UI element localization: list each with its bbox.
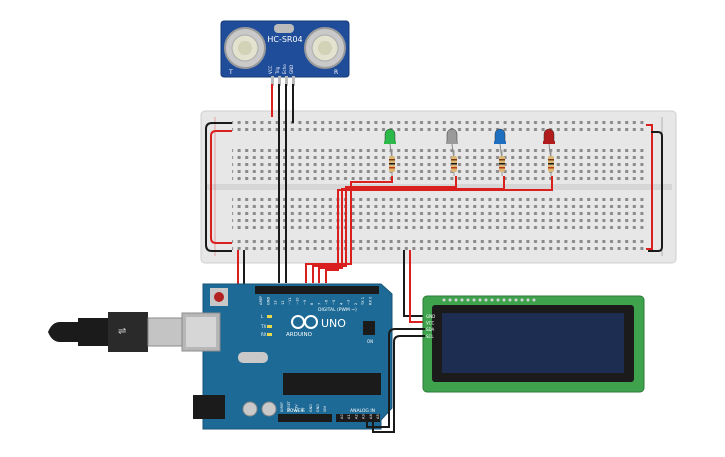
led[interactable] xyxy=(446,128,458,161)
digital-pin-label: 12 xyxy=(281,300,285,305)
led-group xyxy=(384,128,555,176)
digital-pin-label: ~10 xyxy=(296,297,300,305)
analog-pin-label: A2 xyxy=(354,414,358,419)
analog-pin-label: A4 xyxy=(369,414,373,419)
power-pin-label: VIN xyxy=(323,406,327,412)
sensor-t-mark: T xyxy=(228,69,233,76)
arduino-rx-label: RX xyxy=(261,332,267,337)
resistor[interactable] xyxy=(389,150,395,176)
led[interactable] xyxy=(543,128,555,161)
sensor-pin-label: GND xyxy=(289,65,294,74)
lcd-power-wires xyxy=(403,250,425,323)
power-pin-label: GND xyxy=(316,404,320,412)
digital-pin-label: 7 xyxy=(317,303,321,305)
usb-symbol-icon: ⇌ xyxy=(118,326,126,337)
digital-pin-label: ~6 xyxy=(325,299,329,305)
power-pin-label: GND xyxy=(309,404,313,412)
sensor-pin-label: Echo xyxy=(282,64,287,74)
rail-jumper-wires xyxy=(205,122,663,252)
resistor[interactable] xyxy=(499,150,505,176)
power-pin-label: RESET xyxy=(287,400,291,412)
arduino-infinity-logo xyxy=(291,315,318,329)
resistor[interactable] xyxy=(548,150,554,176)
sensor-pin-label: VCC xyxy=(268,65,273,74)
digital-pin-label: TX 1 xyxy=(361,297,365,306)
arduino-brand-label: ARDUINO xyxy=(286,332,313,338)
digital-pin-label: ~3 xyxy=(347,300,351,305)
digital-pin-label: AREF xyxy=(259,296,263,305)
sensor-model-label: HC-SR04 xyxy=(267,35,302,44)
arduino-power-label: POWER xyxy=(287,408,304,414)
lcd-pin-label: SDA xyxy=(426,327,435,332)
sensor-r-mark: R xyxy=(334,69,338,76)
analog-pin-label: A3 xyxy=(362,414,366,419)
sensor-pin-label: Trig xyxy=(275,66,280,75)
analog-pin-label: A0 xyxy=(340,414,344,419)
usb-cable: ⇌ xyxy=(48,312,183,352)
digital-pin-label: 8 xyxy=(310,302,314,305)
led-signal-wires xyxy=(305,176,553,283)
analog-pin-label: A5 xyxy=(376,414,380,419)
power-pin-label: 3.3V xyxy=(294,404,298,412)
arduino-on-label: ON xyxy=(367,339,373,344)
lcd-header-holes xyxy=(442,298,536,302)
power-pin-label: 5V xyxy=(302,407,306,412)
digital-pin-label: ~9 xyxy=(303,299,307,305)
lcd-pin-label: SCL xyxy=(426,334,434,339)
digital-pin-label: 2 xyxy=(354,303,358,305)
digital-pin-label: ~5 xyxy=(332,300,336,305)
power-pin-label: IOREF xyxy=(280,402,284,412)
lcd-pin-label: GND xyxy=(426,314,435,319)
resistor[interactable] xyxy=(451,150,457,176)
digital-pin-label: ~11 xyxy=(288,297,292,305)
digital-pin-label: GND xyxy=(266,297,270,305)
digital-pin-label: 13 xyxy=(274,300,278,305)
lcd-pin-label: VCC xyxy=(426,321,435,326)
i2c-wires xyxy=(366,328,425,433)
digital-pin-label: 4 xyxy=(339,302,343,305)
arduino-analog-label: ANALOG IN xyxy=(350,408,375,414)
arduino-digital-label: DIGITAL (PWM ~) xyxy=(318,307,357,313)
sensor-wires xyxy=(271,84,294,283)
digital-pin-label: RX 0 xyxy=(369,296,373,305)
analog-pin-label: A1 xyxy=(347,414,351,419)
arduino-l-label: L xyxy=(261,314,264,319)
arduino-uno-board[interactable]: UNO ARDUINO DIGITAL (PWM ~) POWER ANALOG… xyxy=(181,283,393,430)
arduino-model-label: UNO xyxy=(321,317,346,330)
arduino-tx-label: TX xyxy=(260,324,266,329)
